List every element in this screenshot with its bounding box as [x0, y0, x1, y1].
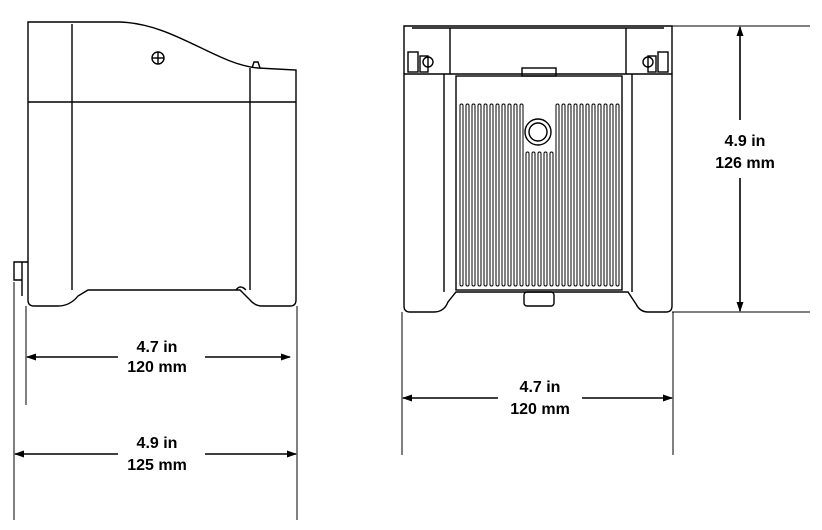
- heat-sink-fin: [591, 103, 596, 287]
- heat-sink-fin: [507, 103, 512, 287]
- heat-sink-fin: [501, 103, 506, 287]
- heat-sink-fin: [531, 151, 536, 287]
- left-knob-icon: [407, 51, 434, 73]
- right-knob-icon: [642, 51, 669, 73]
- bottom-connector: [523, 291, 555, 307]
- side-view-bracket: [13, 261, 28, 296]
- heat-sink-fin: [525, 151, 530, 287]
- heat-sink-fin: [603, 103, 608, 287]
- front-yoke: [403, 25, 673, 74]
- heat-sink-fin: [573, 103, 578, 287]
- heat-sink-fin: [561, 103, 566, 287]
- power-port-inner: [528, 122, 548, 142]
- heat-sink-fin: [537, 151, 542, 287]
- heat-sink-fin: [471, 103, 476, 287]
- heat-sink-fin: [579, 103, 584, 287]
- heat-sink-fins: [459, 103, 620, 287]
- front-width-in: 4.7 in: [520, 379, 561, 396]
- heat-sink-fin: [615, 103, 620, 287]
- heat-sink-fin: [489, 103, 494, 287]
- front-height-in: 4.9 in: [725, 133, 766, 150]
- heat-sink-fin: [519, 103, 524, 287]
- side-inner-width-in: 4.7 in: [137, 339, 178, 356]
- front-width-mm: 120 mm: [510, 401, 570, 418]
- heat-sink-fin: [513, 103, 518, 287]
- side-view-foot: [235, 286, 247, 291]
- heat-sink-fin: [477, 103, 482, 287]
- heat-sink-fin: [555, 103, 560, 287]
- heat-sink-fin: [585, 103, 590, 287]
- power-port-icon: [524, 118, 552, 146]
- side-view: [13, 21, 297, 307]
- front-height-mm: 126 mm: [715, 155, 775, 172]
- side-outer-width-in: 4.9 in: [137, 435, 178, 452]
- heat-sink-fin: [549, 151, 554, 287]
- heat-sink-fin: [495, 103, 500, 287]
- heat-sink-fin: [465, 103, 470, 287]
- side-outer-width-mm: 125 mm: [127, 457, 187, 474]
- heat-sink-fin: [567, 103, 572, 287]
- heat-sink-fin: [597, 103, 602, 287]
- screw-icon: [151, 51, 165, 65]
- front-top-handle: [521, 67, 557, 77]
- side-view-body: [27, 21, 297, 307]
- heat-sink-fin: [459, 103, 464, 287]
- heat-sink-fin: [609, 103, 614, 287]
- heat-sink-fin: [543, 151, 548, 287]
- side-view-tab: [251, 61, 261, 69]
- side-inner-width-mm: 120 mm: [127, 359, 187, 376]
- front-body: [403, 73, 673, 313]
- front-view: [403, 25, 673, 313]
- heat-sink-fin: [483, 103, 488, 287]
